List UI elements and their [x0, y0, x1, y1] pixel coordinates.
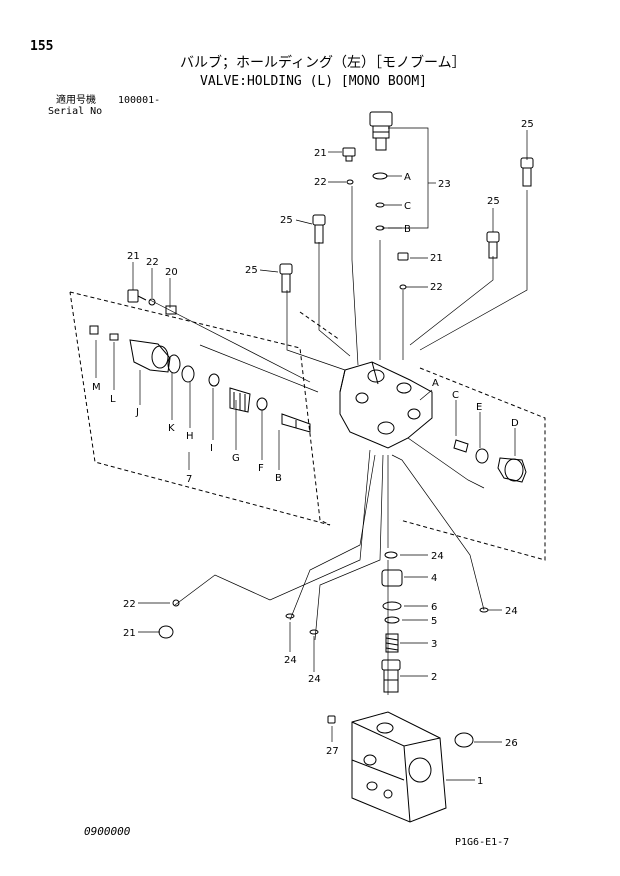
serial-label-japanese: 適用号機	[56, 95, 96, 106]
footer-left-code: 0900000	[84, 825, 131, 838]
callout-21: 21	[123, 628, 136, 639]
serial-label-english: Serial No	[48, 106, 103, 117]
callout-6: 6	[431, 602, 437, 613]
callout-I: I	[210, 443, 213, 454]
page-number: 155	[30, 39, 54, 54]
serial-value: 100001-	[118, 95, 161, 106]
callout-7: 7	[186, 474, 192, 485]
callout-A: A	[432, 378, 439, 389]
callout-K: K	[168, 423, 175, 434]
callout-24: 24	[431, 551, 444, 562]
callout-1: 1	[477, 776, 483, 787]
callout-27: 27	[326, 746, 339, 757]
callout-C: C	[404, 201, 411, 212]
callout-B: B	[404, 224, 411, 235]
right-side-parts	[453, 439, 527, 483]
callout-24: 24	[308, 674, 321, 685]
callout-2: 2	[431, 672, 437, 683]
callout-21: 21	[127, 251, 140, 262]
footer-right-code: P1G6-E1-7	[455, 837, 510, 848]
callout-A: A	[404, 172, 411, 183]
part-21-22-right	[397, 252, 409, 290]
assembly-boundary-7	[69, 291, 546, 561]
callout-L: L	[110, 394, 116, 405]
part-21-22-20-upper-left	[127, 289, 177, 315]
callout-20: 20	[165, 267, 178, 278]
callout-22: 22	[314, 177, 327, 188]
callout-21: 21	[430, 253, 443, 264]
callout-3: 3	[431, 639, 437, 650]
callout-23: 23	[438, 179, 451, 190]
callout-25: 25	[280, 215, 293, 226]
central-valve-body	[339, 361, 433, 449]
callout-25: 25	[521, 119, 534, 130]
callout-H: H	[186, 431, 194, 442]
callout-24: 24	[505, 606, 518, 617]
callout-E: E	[476, 402, 482, 413]
callout-25: 25	[487, 196, 500, 207]
callout-C: C	[452, 390, 459, 401]
callout-26: 26	[505, 738, 518, 749]
part-23-fitting-assembly	[369, 111, 393, 231]
subassembly-7-parts	[89, 325, 311, 433]
callout-labels: 21 22 A C B 23 25 25 25 25 21 22 21 22 2…	[92, 119, 534, 787]
callout-G: G	[232, 453, 240, 464]
title-japanese: バルブ；ホールディング（左）［モノブーム］	[180, 55, 466, 71]
main-block-1	[351, 711, 447, 823]
part-21-plug-top	[342, 147, 356, 185]
title-english: VALVE:HOLDING (L) [MONO BOOM]	[200, 74, 427, 89]
callout-J: J	[135, 407, 139, 418]
callout-F: F	[258, 463, 264, 474]
callout-4: 4	[431, 573, 437, 584]
callout-22: 22	[123, 599, 136, 610]
callout-22: 22	[430, 282, 443, 293]
leader-lines	[95, 127, 528, 781]
callout-25: 25	[245, 265, 258, 276]
callout-5: 5	[431, 616, 437, 627]
callout-D: D	[511, 418, 519, 429]
lower-small-parts	[158, 599, 489, 748]
callout-B: B	[275, 473, 282, 484]
part-25-bolts	[279, 157, 534, 293]
callout-24: 24	[284, 655, 297, 666]
callout-21: 21	[314, 148, 327, 159]
callout-22: 22	[146, 257, 159, 268]
callout-M: M	[92, 382, 101, 393]
vertical-stack-parts	[381, 551, 403, 693]
